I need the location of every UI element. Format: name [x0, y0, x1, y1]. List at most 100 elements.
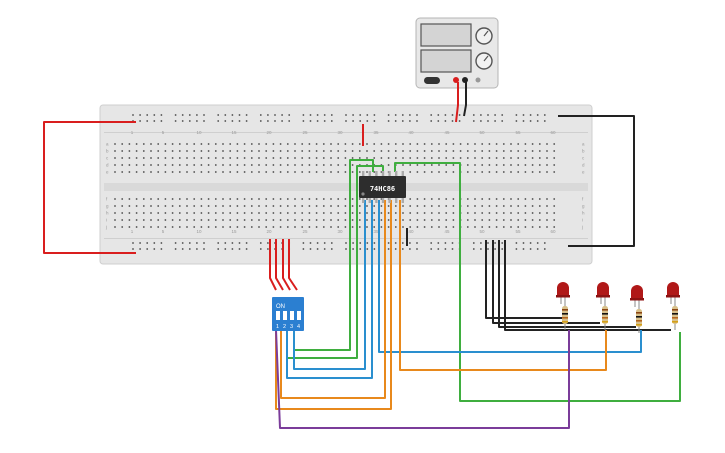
terminal-hole[interactable]	[366, 219, 368, 221]
terminal-hole[interactable]	[358, 205, 361, 207]
terminal-hole[interactable]	[286, 219, 289, 221]
rail-hole[interactable]	[352, 242, 354, 244]
terminal-hole[interactable]	[495, 205, 498, 207]
terminal-hole[interactable]	[452, 164, 455, 166]
terminal-hole[interactable]	[322, 198, 325, 200]
terminal-hole[interactable]	[430, 205, 433, 207]
terminal-hole[interactable]	[243, 205, 246, 207]
terminal-hole[interactable]	[222, 226, 224, 228]
terminal-hole[interactable]	[409, 205, 412, 207]
terminal-hole[interactable]	[524, 205, 527, 207]
terminal-hole[interactable]	[121, 150, 124, 152]
terminal-hole[interactable]	[135, 198, 138, 200]
rail-hole[interactable]	[451, 120, 454, 122]
terminal-hole[interactable]	[222, 212, 224, 214]
rail-hole[interactable]	[437, 120, 440, 122]
terminal-hole[interactable]	[524, 198, 527, 200]
terminal-hole[interactable]	[502, 219, 505, 221]
terminal-hole[interactable]	[200, 226, 203, 228]
terminal-hole[interactable]	[322, 150, 325, 152]
terminal-hole[interactable]	[495, 226, 498, 228]
terminal-hole[interactable]	[510, 212, 512, 214]
rail-hole[interactable]	[245, 114, 248, 116]
terminal-hole[interactable]	[243, 219, 246, 221]
terminal-hole[interactable]	[135, 171, 138, 173]
terminal-hole[interactable]	[236, 164, 239, 166]
rail-hole[interactable]	[217, 120, 220, 122]
rail-hole[interactable]	[501, 248, 504, 250]
terminal-hole[interactable]	[315, 150, 318, 152]
terminal-hole[interactable]	[423, 171, 426, 173]
rail-hole[interactable]	[196, 248, 198, 250]
terminal-hole[interactable]	[236, 171, 239, 173]
rail-hole[interactable]	[160, 242, 163, 244]
terminal-hole[interactable]	[258, 157, 260, 159]
rail-hole[interactable]	[288, 120, 291, 122]
terminal-hole[interactable]	[157, 150, 160, 152]
terminal-hole[interactable]	[380, 150, 383, 152]
rail-hole[interactable]	[132, 242, 134, 244]
terminal-hole[interactable]	[380, 219, 383, 221]
terminal-hole[interactable]	[222, 171, 224, 173]
terminal-hole[interactable]	[294, 143, 296, 145]
terminal-hole[interactable]	[265, 212, 268, 214]
rail-hole[interactable]	[366, 248, 369, 250]
terminal-hole[interactable]	[531, 212, 534, 214]
terminal-hole[interactable]	[546, 219, 548, 221]
terminal-hole[interactable]	[171, 171, 174, 173]
terminal-hole[interactable]	[488, 164, 491, 166]
breadboard-holes[interactable]	[114, 114, 556, 250]
terminal-hole[interactable]	[553, 143, 556, 145]
terminal-hole[interactable]	[474, 198, 476, 200]
rail-hole[interactable]	[188, 248, 191, 250]
terminal-hole[interactable]	[438, 171, 440, 173]
terminal-hole[interactable]	[546, 143, 548, 145]
terminal-hole[interactable]	[445, 212, 448, 214]
terminal-hole[interactable]	[322, 219, 325, 221]
terminal-hole[interactable]	[474, 226, 476, 228]
wire-black-supply[interactable]	[463, 82, 467, 117]
terminal-hole[interactable]	[193, 205, 196, 207]
rail-hole[interactable]	[174, 120, 177, 122]
terminal-hole[interactable]	[114, 143, 116, 145]
terminal-hole[interactable]	[200, 198, 203, 200]
terminal-hole[interactable]	[495, 143, 498, 145]
terminal-hole[interactable]	[294, 226, 296, 228]
rail-hole[interactable]	[231, 242, 234, 244]
rail-hole[interactable]	[366, 242, 369, 244]
wire-red-supply[interactable]	[455, 82, 459, 123]
terminal-hole[interactable]	[171, 143, 174, 145]
terminal-hole[interactable]	[510, 150, 512, 152]
dip-toggle-3[interactable]	[290, 311, 294, 320]
terminal-hole[interactable]	[222, 164, 224, 166]
rail-hole[interactable]	[487, 120, 489, 122]
terminal-hole[interactable]	[394, 226, 397, 228]
terminal-hole[interactable]	[553, 198, 556, 200]
terminal-hole[interactable]	[495, 198, 498, 200]
terminal-hole[interactable]	[279, 219, 282, 221]
terminal-hole[interactable]	[351, 205, 354, 207]
terminal-hole[interactable]	[402, 143, 404, 145]
wire-orange-input-1[interactable]	[280, 200, 386, 399]
terminal-hole[interactable]	[351, 198, 354, 200]
rail-hole[interactable]	[352, 248, 354, 250]
terminal-hole[interactable]	[265, 150, 268, 152]
rail-hole[interactable]	[267, 242, 269, 244]
terminal-hole[interactable]	[366, 157, 368, 159]
terminal-hole[interactable]	[517, 150, 520, 152]
terminal-hole[interactable]	[294, 164, 296, 166]
terminal-hole[interactable]	[308, 212, 311, 214]
terminal-hole[interactable]	[164, 150, 167, 152]
terminal-hole[interactable]	[466, 219, 469, 221]
terminal-hole[interactable]	[207, 226, 210, 228]
rail-hole[interactable]	[196, 114, 198, 116]
terminal-hole[interactable]	[308, 164, 311, 166]
terminal-hole[interactable]	[200, 157, 203, 159]
terminal-hole[interactable]	[380, 143, 383, 145]
terminal-hole[interactable]	[553, 212, 556, 214]
terminal-hole[interactable]	[502, 205, 505, 207]
terminal-hole[interactable]	[380, 205, 383, 207]
terminal-hole[interactable]	[531, 226, 534, 228]
terminal-hole[interactable]	[488, 226, 491, 228]
